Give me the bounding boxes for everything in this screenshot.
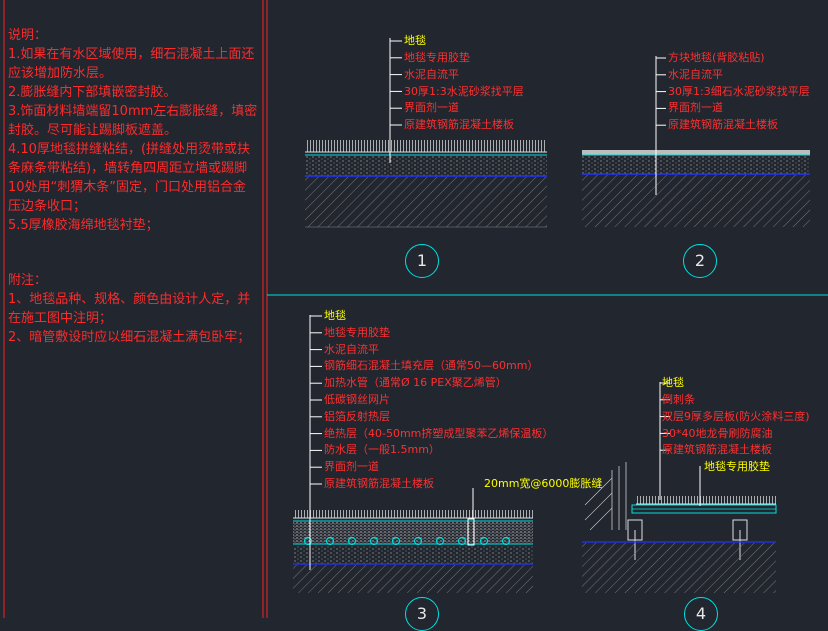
detail-3-label: 钢筋细石混凝土填充层（通常50—60mm）	[324, 359, 539, 372]
heating-pipe	[347, 536, 357, 546]
detail-3-label: 地毯	[324, 309, 346, 322]
heating-pipes	[303, 536, 511, 546]
heating-pipe	[391, 536, 401, 546]
detail-3-leader-ticks	[310, 315, 322, 485]
detail-4-label: 原建筑钢筋混凝土楼板	[662, 443, 772, 456]
detail-3-label: 铝箔反射热层	[324, 410, 390, 423]
detail-3-label: 地毯专用胶垫	[324, 326, 390, 339]
detail-3-label: 水泥自流平	[324, 343, 379, 356]
detail-4-label: 30*40地龙骨刷防腐油	[662, 427, 773, 440]
appendix-item: 1、地毯品种、规格、颜色由设计人定，并在施工图中注明；	[8, 292, 251, 326]
note-item: 5.5厚橡胶海绵地毯衬垫；	[8, 218, 159, 233]
notes-title: 说明：	[8, 28, 48, 43]
appendix-item: 2、暗管敷设时应以细石混凝土满包卧牢；	[8, 330, 251, 345]
detail-3-label: 低碳钢丝网片	[324, 393, 390, 406]
detail-2-number: 2	[683, 244, 717, 278]
detail-3-label: 加热水管（通常Ø 16 PEX聚乙烯管）	[324, 376, 507, 389]
detail-3-label: 防水层（一般1.5mm）	[324, 443, 440, 456]
detail-4-number: 4	[684, 597, 718, 631]
detail-4-label: 地毯	[662, 376, 684, 389]
heating-pipe	[303, 536, 313, 546]
heating-pipe	[413, 536, 423, 546]
detail-1-label: 界面剂一道	[404, 101, 459, 114]
note-item: 2.膨胀缝内下部填嵌密封胶。	[8, 85, 177, 100]
detail-4-leader-ticks	[660, 382, 670, 451]
detail-2-label: 方块地毯(背胶粘贴)	[668, 51, 765, 64]
detail-4-label: 倒刺条	[662, 393, 695, 406]
detail-2-label: 水泥自流平	[668, 68, 723, 81]
detail-1-leader-ticks	[390, 40, 402, 126]
detail-4-label: 双层9厚多层板(防火涂料三度)	[662, 410, 810, 423]
heating-pipe	[501, 536, 511, 546]
detail-1-label: 30厚1:3水泥砂浆找平层	[404, 85, 524, 98]
sheet-frame	[3, 0, 828, 618]
note-item: 3.饰面材料墙端留10mm左右膨胀缝，填密封胶。尽可能让踢脚板遮盖。	[8, 104, 258, 138]
note-item: 4.10厚地毯拼缝粘结，(拼缝处用烫带或扶条麻条带粘结)，墙转角四周距立墙或踢脚…	[8, 142, 251, 214]
detail-3-label: 绝热层（40-50mm挤塑成型聚苯乙烯保温板）	[324, 427, 554, 440]
detail-2-label: 30厚1:3细石水泥砂浆找平层	[668, 85, 810, 98]
heating-pipe	[369, 536, 379, 546]
detail-1-label: 原建筑钢筋混凝土楼板	[404, 118, 514, 131]
appendix-title: 附注：	[8, 273, 48, 288]
detail-1-label: 地毯专用胶垫	[404, 51, 470, 64]
detail-3-number: 3	[405, 597, 439, 631]
detail-1-section	[305, 38, 547, 228]
detail-3-section	[293, 315, 533, 593]
heating-pipe	[457, 536, 467, 546]
heating-pipe	[325, 536, 335, 546]
design-notes: 说明： 1.如果在有水区域使用，细石混凝土上面还应该增加防水层。 2.膨胀缝内下…	[8, 26, 258, 347]
detail-4-section	[582, 382, 777, 593]
heating-pipe	[479, 536, 489, 546]
detail-2-label: 原建筑钢筋混凝土楼板	[668, 118, 778, 131]
drawing-canvas	[3, 0, 828, 618]
detail-3-joint-label: 20mm宽@6000膨胀缝	[484, 477, 603, 490]
detail-2-leader-ticks	[656, 57, 666, 126]
detail-3-label: 原建筑钢筋混凝土楼板	[324, 477, 434, 490]
detail-3-label: 界面剂一道	[324, 460, 379, 473]
detail-4-extra-label: 地毯专用胶垫	[704, 460, 770, 473]
detail-1-number: 1	[405, 244, 439, 278]
detail-1-label: 水泥自流平	[404, 68, 459, 81]
heating-pipe	[435, 536, 445, 546]
note-item: 1.如果在有水区域使用，细石混凝土上面还应该增加防水层。	[8, 47, 255, 81]
detail-2-section	[582, 56, 810, 227]
detail-1-label: 地毯	[404, 34, 426, 47]
detail-2-label: 界面剂一道	[668, 101, 723, 114]
